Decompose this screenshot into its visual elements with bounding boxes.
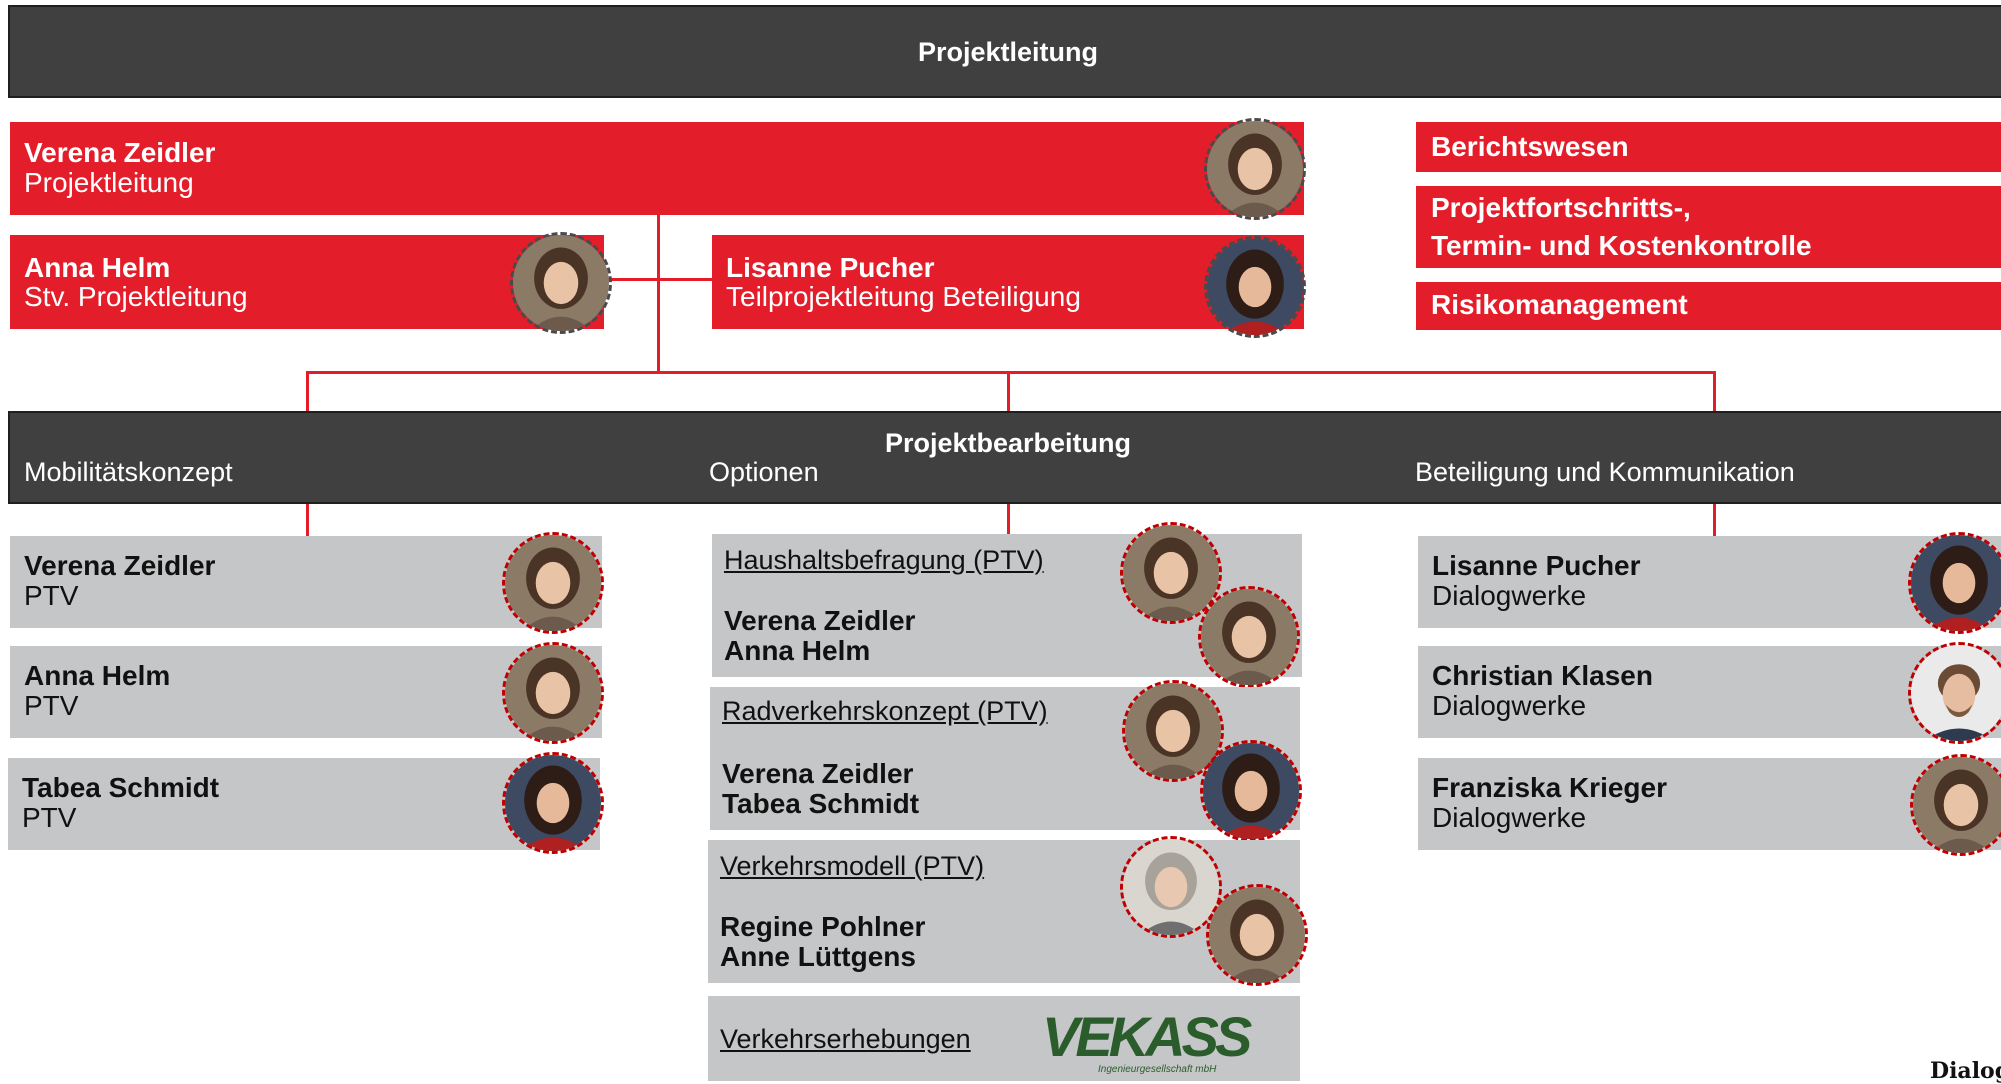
options-avatar-1b [1198,586,1300,688]
mobility-card-3: Tabea Schmidt PTV [8,758,600,850]
sublead-role: Teilprojektleitung Beteiligung [726,281,1081,312]
options-topic-2[interactable]: Radverkehrskonzept (PTV) [722,696,1048,726]
work-title: Projektbearbeitung [884,428,1132,458]
lead-name: Verena Zeidler [24,137,216,168]
participation-avatar-3 [1910,754,2001,856]
options-person-3b: Anne Lüttgens [720,941,916,972]
category-options: Optionen [709,457,819,487]
mobility-org-2: PTV [24,690,79,721]
connector-lead-left [605,278,657,281]
sublead-avatar [1204,236,1306,338]
mobility-name-3: Tabea Schmidt [22,772,220,803]
participation-org-3: Dialogwerke [1432,802,1587,833]
connector-lead-right [660,278,712,281]
mobility-avatar-1 [502,532,604,634]
participation-org-1: Dialogwerke [1432,580,1587,611]
mobility-avatar-3 [502,752,604,854]
options-person-2a: Verena Zeidler [722,758,914,789]
connector-cat-right [1713,504,1716,536]
sublead-card: Lisanne Pucher Teilprojektleitung Beteil… [712,235,1304,329]
side-task-risk: Risikomanagement [1416,282,2001,330]
page-title: Projektleitung [917,37,1099,67]
connector-lead-down [657,215,660,373]
side-task-progress: Projektfortschritts-, Termin- und Kosten… [1416,186,2001,268]
participation-avatar-2 [1908,642,2001,744]
connector-drop-right [1713,371,1716,413]
participation-name-2: Christian Klasen [1432,660,1653,691]
options-avatar-2a [1122,680,1224,782]
options-avatar-3b [1206,884,1308,986]
options-person-1b: Anna Helm [724,635,871,666]
deputy-role: Stv. Projektleitung [24,281,248,312]
deputy-card: Anna Helm Stv. Projektleitung [10,235,604,329]
lead-avatar [1204,118,1306,220]
logo-subtext: Ingenieurgesellschaft mbH [1098,1064,1217,1075]
options-topic-3[interactable]: Verkehrsmodell (PTV) [720,851,985,881]
options-card-4: Verkehrserhebungen VEKASS Ingenieurgesel… [708,996,1300,1081]
mobility-name-1: Verena Zeidler [24,550,216,581]
deputy-avatar [510,232,612,334]
participation-card-2: Christian Klasen Dialogwerke [1418,646,2001,738]
lead-card: Verena Zeidler Projektleitung [10,122,1304,215]
mobility-org-3: PTV [22,802,77,833]
deputy-name: Anna Helm [24,252,171,283]
logo-text: VEKASS [1042,1006,1252,1068]
participation-card-3: Franziska Krieger Dialogwerke [1418,758,2001,850]
connector-drop-center [1007,371,1010,413]
lead-role: Projektleitung [24,167,194,198]
options-topic-4[interactable]: Verkehrserhebungen [720,1024,971,1054]
category-participation: Beteiligung und Kommunikation [1415,457,1795,487]
options-person-3a: Regine Pohlner [720,911,926,942]
work-header-bar: Projektbearbeitung Mobilitätskonzept Opt… [8,411,2001,504]
participation-name-1: Lisanne Pucher [1432,550,1641,581]
options-topic-1[interactable]: Haushaltsbefragung (PTV) [724,545,1044,575]
connector-drop-left [306,371,309,413]
vekass-logo: VEKASS Ingenieurgesellschaft mbH [1042,1006,1256,1075]
mobility-name-2: Anna Helm [24,660,171,691]
connector-cat-center [1007,504,1010,536]
participation-card-1: Lisanne Pucher Dialogwerke [1418,536,2001,628]
mobility-avatar-2 [502,642,604,744]
mobility-org-1: PTV [24,580,79,611]
options-avatar-2b [1200,740,1302,842]
side-task-reporting: Berichtswesen [1416,122,2001,172]
footer-fragment: Dialog [1930,1058,2001,1084]
category-mobility: Mobilitätskonzept [24,457,233,487]
participation-name-3: Franziska Krieger [1432,772,1667,803]
options-avatar-3a [1120,836,1222,938]
sublead-name: Lisanne Pucher [726,252,935,283]
options-avatar-1a [1120,522,1222,624]
side-task-progress-line1: Projektfortschritts-, [1431,192,1691,223]
connector-cat-left [306,504,309,536]
top-header-bar: Projektleitung [8,5,2001,98]
participation-org-2: Dialogwerke [1432,690,1587,721]
options-person-2b: Tabea Schmidt [722,788,920,819]
options-person-1a: Verena Zeidler [724,605,916,636]
participation-avatar-1 [1908,532,2001,634]
connector-horizontal [306,371,1716,374]
side-task-progress-line2: Termin- und Kostenkontrolle [1431,230,1812,261]
